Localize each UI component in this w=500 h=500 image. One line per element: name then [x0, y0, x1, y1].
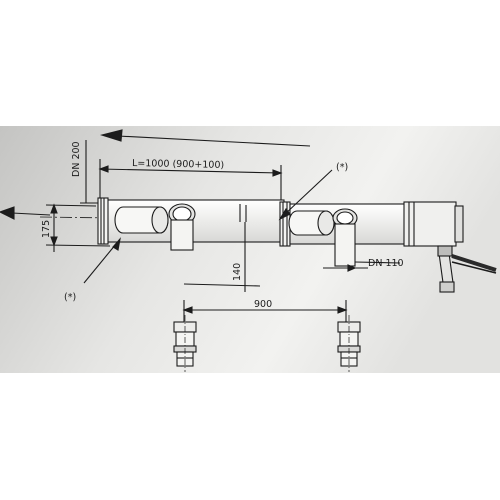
note-leader-top [278, 169, 333, 221]
dim175-dimension [45, 203, 111, 252]
paper-sheet [0, 126, 500, 373]
length-label: L=1000 (900+100) [132, 158, 224, 171]
pipe-segment-1 [97, 197, 285, 251]
connector-fitting-1 [173, 315, 197, 372]
dim900-dimension [182, 300, 348, 322]
note-bottom-label: (*) [64, 292, 76, 303]
note-leader-bottom [83, 237, 121, 284]
dim900-label: 900 [254, 299, 272, 310]
dim140-dimension [183, 222, 261, 292]
dim140-label: 140 [232, 263, 243, 281]
flow-arrow-left [0, 206, 51, 220]
length-dimension [98, 159, 283, 202]
end-fitting [403, 201, 497, 293]
dn200-label: DN 200 [71, 141, 82, 177]
dn200-dimension [80, 140, 100, 204]
dim175-label: 175 [41, 220, 52, 238]
dn110-dimension [323, 261, 401, 272]
dn110-label: DN 110 [368, 258, 404, 269]
connector-fitting-2 [337, 315, 361, 372]
note-top-label: (*) [336, 162, 348, 173]
flow-arrow-top [99, 129, 311, 147]
pipe-segment-2 [288, 203, 407, 267]
